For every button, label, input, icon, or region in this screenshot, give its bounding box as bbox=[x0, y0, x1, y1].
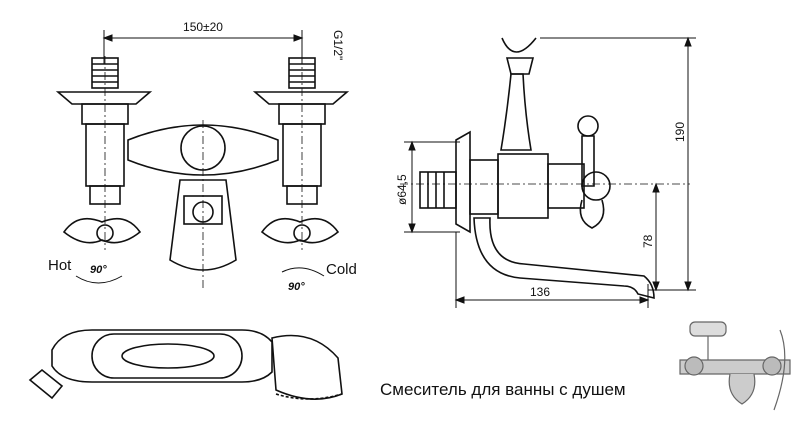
shower-head-drawing bbox=[28, 329, 343, 400]
front-view: 150±20 G1/2" bbox=[48, 20, 357, 293]
rotation-hot-label: 90° bbox=[90, 264, 107, 276]
caption: Смеситель для ванны с душем bbox=[380, 380, 626, 399]
rotation-cold-label: 90° bbox=[288, 281, 305, 293]
spacing-dimension-label: 150±20 bbox=[183, 20, 223, 34]
side-view bbox=[400, 37, 690, 300]
product-photo bbox=[679, 321, 791, 411]
thread-label: G1/2" bbox=[331, 30, 345, 60]
spacing-dimension bbox=[102, 30, 304, 64]
height-dimension-label: 190 bbox=[673, 122, 687, 142]
hot-label: Hot bbox=[48, 257, 72, 274]
cold-label: Cold bbox=[326, 261, 357, 278]
spout-height-dimension-label: 78 bbox=[641, 234, 655, 248]
length-dimension-label: 136 bbox=[530, 285, 550, 299]
diameter-dimension-label: ø64,5 bbox=[395, 174, 409, 205]
mixer-body bbox=[127, 120, 279, 290]
cold-valve bbox=[252, 56, 350, 250]
rotation-arrow-cold bbox=[281, 267, 325, 277]
rotation-arrow-hot bbox=[75, 275, 123, 284]
hot-valve bbox=[55, 56, 153, 250]
side-dimensions bbox=[404, 36, 696, 308]
